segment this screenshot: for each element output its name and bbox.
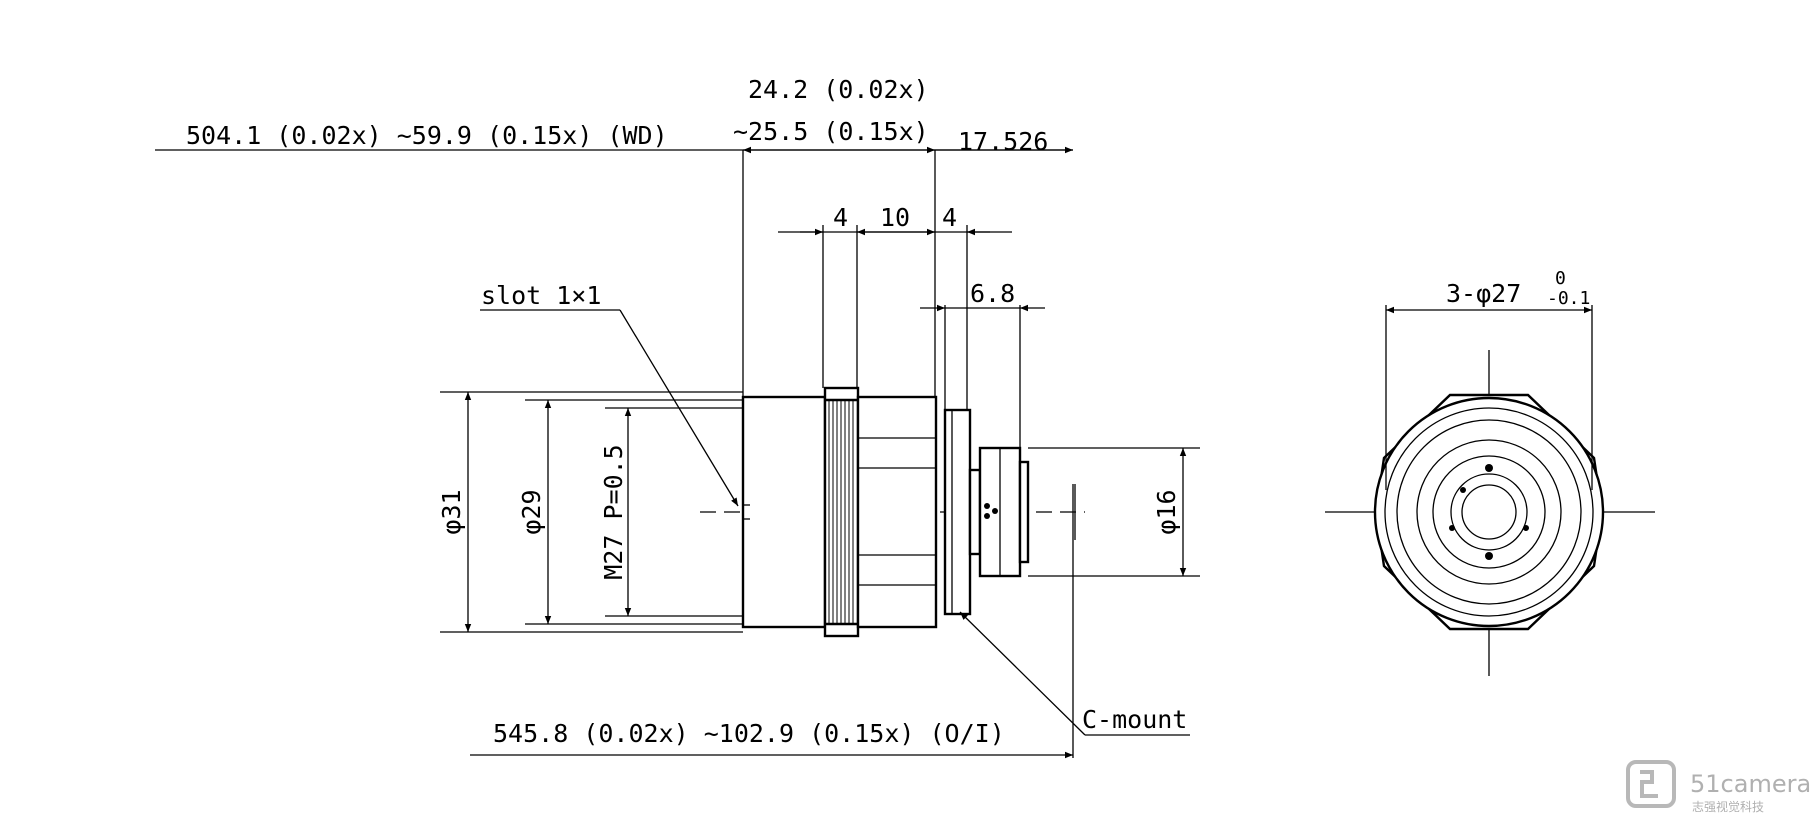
mount-length-label: 17.526: [958, 127, 1048, 156]
thread-label: M27 P=0.5: [599, 444, 628, 579]
length-label-top: 24.2 (0.02x): [748, 75, 929, 104]
c-mount-label: C-mount: [1082, 705, 1187, 734]
main-body: [856, 395, 938, 629]
dim-4-left: 4: [833, 203, 848, 232]
dim-6-8: 6.8: [970, 279, 1015, 308]
slot-label: slot 1×1: [481, 281, 601, 310]
dimension-lines: [155, 146, 1187, 759]
front-tol-lower: -0.1: [1547, 288, 1590, 309]
front-barrel: [741, 395, 827, 629]
dia31-label: φ31: [437, 489, 466, 534]
knurl-pattern: [828, 400, 854, 624]
mount-flange: [943, 408, 972, 616]
front-view: 3-φ27 0 -0.1: [1325, 268, 1655, 676]
length-label-bottom: ~25.5 (0.15x): [733, 117, 929, 146]
flange-step: [968, 468, 982, 556]
wd-range-label: 504.1 (0.02x) ~59.9 (0.15x) (WD): [186, 121, 668, 150]
front-dia-label: 3-φ27: [1446, 279, 1521, 308]
dim-10: 10: [880, 203, 910, 232]
dia29-label: φ29: [517, 489, 546, 534]
side-view: 504.1 (0.02x) ~59.9 (0.15x) (WD) 24.2 (0…: [155, 75, 1200, 759]
front-tol-upper: 0: [1555, 268, 1566, 289]
front-outer-ring: [1373, 396, 1605, 628]
oi-range-label: 545.8 (0.02x) ~102.9 (0.15x) (O/I): [493, 719, 1005, 748]
leader-lines: [480, 309, 1190, 736]
dim-4-right: 4: [942, 203, 957, 232]
extension-lines: [440, 150, 1200, 758]
watermark-brand: 51camera: [1690, 770, 1811, 798]
watermark-tagline: 志强视觉科技: [1692, 799, 1764, 814]
dia16-label: φ16: [1152, 489, 1181, 534]
watermark-logo: 51camera 志强视觉科技: [1626, 760, 1811, 814]
